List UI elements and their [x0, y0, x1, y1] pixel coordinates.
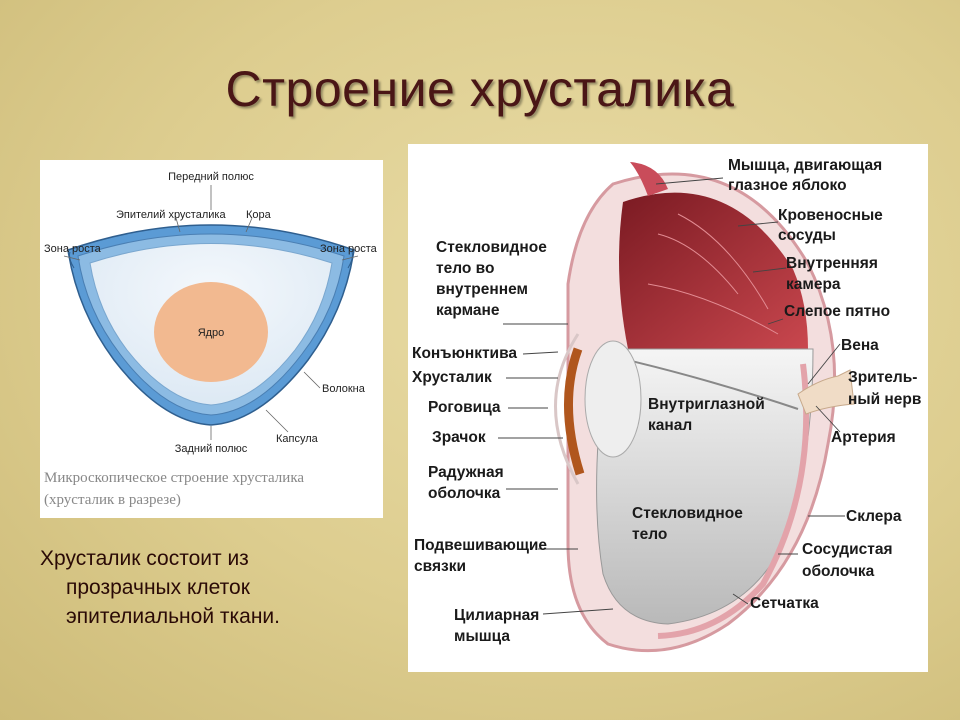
label-iris-1: Радужная: [428, 464, 504, 481]
label-ligaments-2: связки: [414, 558, 466, 575]
label-growth-zone-right: Зона роста: [320, 243, 378, 255]
label-optic-nerve-1: Зритель-: [848, 369, 917, 386]
lens-nucleus: [154, 282, 268, 382]
label-vitreous-pocket-4: кармане: [436, 302, 500, 319]
label-canal-2: канал: [648, 417, 692, 434]
label-artery: Артерия: [831, 429, 896, 446]
description-line2: прозрачных клеток: [66, 576, 250, 599]
lens-description: Хрусталик состоит из прозрачных клеток э…: [40, 544, 380, 631]
label-inner-chamber-1: Внутренняя: [786, 255, 878, 272]
label-vessels-2: сосуды: [778, 227, 836, 244]
label-conjunctiva: Конъюнктива: [412, 345, 517, 362]
label-nucleus: Ядро: [198, 327, 225, 339]
eye-inner-chamber: [619, 192, 808, 349]
label-pupil: Зрачок: [432, 429, 486, 446]
description-line3: эпителиальной ткани.: [66, 605, 280, 628]
label-iris-2: оболочка: [428, 485, 501, 502]
label-ligaments-1: Подвешивающие: [414, 537, 547, 554]
label-choroid-1: Сосудистая: [802, 541, 893, 558]
label-vein: Вена: [841, 337, 879, 354]
label-choroid-2: оболочка: [802, 563, 875, 580]
label-vitreous-pocket-1: Стекловидное: [436, 239, 547, 256]
label-muscle-1: Мышца, двигающая: [728, 157, 882, 174]
lens-caption-line1: Микроскопическое строение хрусталика: [44, 470, 304, 486]
label-vitreous-pocket-2: тело во: [436, 260, 494, 277]
label-growth-zone-left: Зона роста: [44, 243, 102, 255]
label-canal-1: Внутриглазной: [648, 396, 765, 413]
label-posterior-pole: Задний полюс: [175, 443, 248, 455]
label-fibers: Волокна: [322, 383, 366, 395]
label-capsule: Капсула: [276, 433, 319, 445]
description-line1: Хрусталик состоит из: [40, 547, 249, 570]
eye-diagram: Мышца, двигающая глазное яблоко Кровенос…: [408, 144, 928, 672]
label-blind-spot: Слепое пятно: [784, 303, 890, 320]
eye-iris: [564, 347, 585, 476]
eye-cornea: [554, 333, 580, 485]
eye-optic-nerve: [797, 369, 855, 415]
label-vitreous-pocket-3: внутреннем: [436, 281, 528, 298]
label-sclera: Склера: [846, 508, 902, 525]
label-ciliary-1: Цилиарная: [454, 607, 539, 624]
label-muscle-2: глазное яблоко: [728, 177, 847, 194]
lens-caption-line2: (хрусталик в разрезе): [44, 492, 181, 508]
eye-lens: [584, 340, 642, 458]
label-anterior-pole: Передний полюс: [168, 171, 254, 183]
lens-diagram: Передний полюс Эпителий хрусталика Кора …: [40, 160, 383, 518]
label-lens: Хрусталик: [412, 369, 492, 386]
label-vitreous-1: Стекловидное: [632, 505, 743, 522]
label-cornea: Роговица: [428, 399, 501, 416]
label-optic-nerve-2: ный нерв: [848, 391, 921, 408]
label-retina: Сетчатка: [750, 595, 819, 612]
label-vessels-1: Кровеносные: [778, 207, 883, 224]
label-ciliary-2: мышца: [454, 628, 510, 645]
label-epithelium: Эпителий хрусталика: [116, 209, 226, 221]
label-vitreous-2: тело: [632, 526, 667, 543]
label-cortex: Кора: [246, 209, 272, 221]
label-inner-chamber-2: камера: [786, 276, 841, 293]
slide-title: Строение хрусталика: [225, 61, 735, 117]
